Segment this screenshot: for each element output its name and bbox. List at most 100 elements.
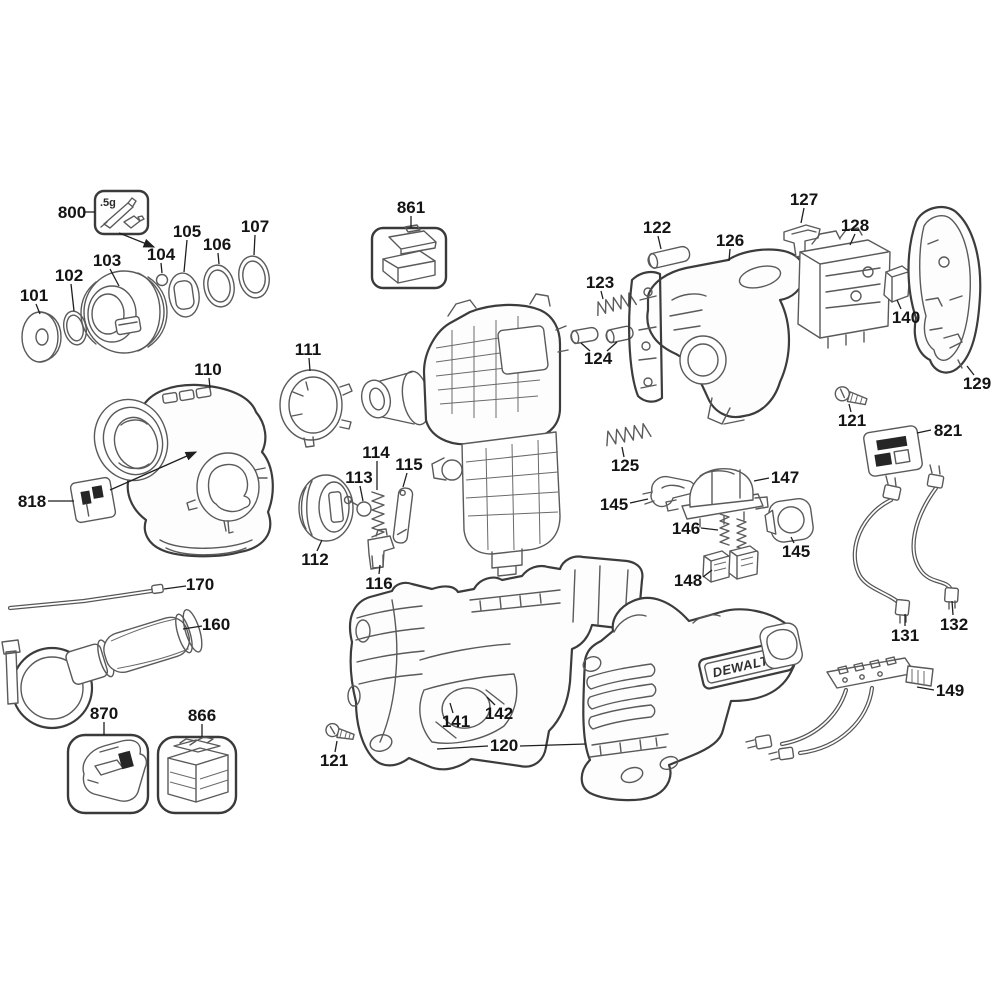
part-label-121a: 121 [838, 411, 866, 430]
part-116-plunger-drawing [367, 528, 395, 570]
part-label-141: 141 [442, 712, 470, 731]
callout-147: 147 [753, 468, 799, 487]
part-label-129: 129 [963, 374, 991, 393]
part-861-kit-box-drawing [370, 224, 448, 290]
part-866-battery-box-drawing [156, 735, 238, 815]
part-label-126: 126 [716, 231, 744, 250]
part-110-gear-housing-drawing [93, 383, 274, 558]
callout-125: 125 [611, 446, 639, 475]
part-160-side-handle-drawing [1, 608, 203, 730]
leader-line-105 [183, 239, 188, 273]
part-label-124: 124 [584, 349, 613, 368]
callout-103: 103 [93, 251, 121, 287]
part-146-springs-drawing [719, 513, 747, 551]
part-170-depth-rod-drawing [7, 583, 164, 611]
callout-112: 112 [301, 539, 329, 569]
part-148-blocks-drawing [702, 545, 759, 583]
part-145a-clip-drawing [642, 475, 695, 508]
leader-line-102 [70, 283, 75, 312]
leader-line-110 [208, 377, 211, 389]
part-motor-assembly-drawing [360, 293, 569, 577]
part-label-105: 105 [173, 222, 201, 241]
callout-866: 866 [188, 706, 216, 737]
callout-105: 105 [173, 222, 201, 273]
part-123-spring-drawing [597, 292, 638, 317]
leader-line-122 [657, 235, 662, 250]
callout-104: 104 [147, 245, 176, 274]
callout-861: 861 [397, 198, 425, 228]
callout-818: 818 [18, 492, 74, 511]
callout-126: 126 [716, 231, 744, 262]
part-label-115: 115 [395, 455, 422, 474]
part-104-ball-drawing [155, 273, 169, 287]
leader-line-132 [951, 600, 954, 616]
callout-141: 141 [442, 702, 470, 731]
part-114-spring-drawing [371, 491, 385, 538]
leader-line-115 [402, 472, 408, 488]
part-800-grease-box-drawing [93, 189, 156, 248]
part-115-plate-drawing [392, 487, 414, 544]
part-126-handle-housing-drawing [628, 248, 806, 425]
leader-line-111 [308, 357, 311, 372]
callout-121b: 121 [320, 740, 348, 770]
part-label-103: 103 [93, 251, 121, 270]
callout-142: 142 [485, 696, 513, 723]
callout-102: 102 [55, 266, 83, 312]
callout-131: 131 [891, 614, 919, 645]
leader-line-106 [217, 252, 220, 265]
part-label-146: 146 [672, 519, 700, 538]
part-label-861: 861 [397, 198, 425, 217]
leader-line-124-b [606, 341, 618, 352]
leader-line-120-right [519, 743, 587, 747]
callout-101: 101 [20, 286, 48, 315]
leader-line-127 [800, 207, 805, 224]
leader-line-103 [109, 268, 120, 287]
callout-122: 122 [643, 218, 671, 250]
part-128-switch-drawing [797, 227, 891, 349]
callout-120: 120 [436, 736, 587, 755]
part-label-112: 112 [301, 550, 328, 569]
part-818-label-plate-drawing [69, 451, 198, 524]
part-127-clip-drawing [783, 224, 821, 258]
callout-113: 113 [345, 468, 373, 502]
leader-line-125 [621, 446, 625, 458]
leader-line-142 [486, 696, 496, 706]
part-label-125: 125 [611, 456, 639, 475]
part-106-ring-drawing [203, 264, 235, 308]
part-label-107: 107 [241, 217, 269, 236]
part-105-ring-drawing [168, 272, 200, 318]
callout-111: 111 [295, 340, 321, 372]
callout-145b: 145 [782, 536, 810, 561]
part-112-knob-drawing [298, 474, 354, 542]
part-label-149: 149 [936, 681, 964, 700]
callout-132: 132 [940, 600, 968, 634]
leader-line-821 [916, 429, 932, 434]
part-label-131: 131 [891, 626, 919, 645]
callout-121a: 121 [838, 403, 866, 430]
leader-line-112 [316, 539, 323, 552]
callout-129: 129 [963, 365, 991, 393]
leader-line-121a [848, 403, 852, 413]
leader-line-140 [896, 299, 902, 310]
leader-line-129 [966, 365, 975, 376]
part-label-142: 142 [485, 704, 513, 723]
part-113-detent-drawing [343, 495, 372, 517]
part-label-114: 114 [362, 443, 390, 462]
callout-128: 128 [841, 216, 869, 246]
leader-line-147 [753, 477, 770, 482]
part-121b-screw-drawing [325, 722, 355, 740]
leader-line-113 [359, 485, 364, 502]
callout-800: 800 [58, 203, 95, 222]
callout-821: 821 [916, 421, 962, 440]
part-label-102: 102 [55, 266, 83, 285]
part-label-145a: 145 [600, 495, 628, 514]
part-122-pin-drawing [647, 245, 691, 269]
leader-line-145b [790, 536, 795, 544]
part-124-pins-drawing [570, 325, 634, 345]
callout-110: 110 [194, 360, 222, 389]
part-label-140: 140 [892, 308, 920, 327]
callout-170: 170 [163, 575, 214, 594]
part-145b-dial-drawing [764, 497, 814, 543]
leader-line-116 [378, 564, 381, 575]
